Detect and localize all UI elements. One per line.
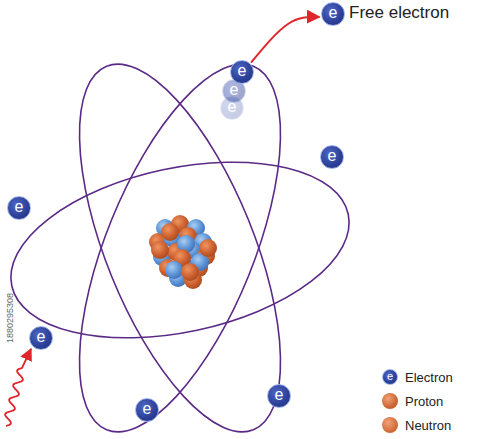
nucleus bbox=[149, 215, 217, 289]
electron-symbol: e bbox=[387, 370, 393, 382]
legend-swatch bbox=[382, 393, 398, 409]
legend-label: Electron bbox=[405, 370, 453, 385]
proton-sphere bbox=[161, 223, 179, 241]
orbit bbox=[38, 39, 322, 439]
legend-swatch: e bbox=[382, 369, 398, 385]
proton-sphere bbox=[151, 241, 169, 259]
proton-sphere bbox=[181, 263, 199, 281]
neutron-sphere bbox=[165, 261, 183, 279]
orbit bbox=[38, 39, 322, 439]
electron-symbol: e bbox=[275, 387, 284, 403]
legend-swatch bbox=[382, 417, 398, 433]
photon-wave bbox=[5, 349, 31, 426]
electron-circle: e bbox=[7, 196, 31, 220]
electron-circle: e bbox=[267, 384, 291, 408]
electron-circle: e bbox=[321, 2, 345, 26]
electron-symbol: e bbox=[329, 5, 338, 21]
electron-symbol: e bbox=[37, 329, 46, 345]
legend-label: Proton bbox=[405, 394, 443, 409]
electron-circle: e bbox=[135, 398, 159, 422]
electron-symbol: e bbox=[238, 63, 247, 79]
proton-sphere bbox=[199, 239, 217, 257]
legend-label: Neutron bbox=[405, 418, 451, 433]
electron-circle: e bbox=[29, 326, 53, 350]
watermark-number: 1880295308 bbox=[6, 293, 16, 343]
electron-circle: e bbox=[320, 145, 344, 169]
orbit bbox=[0, 39, 365, 439]
electron-symbol: e bbox=[143, 401, 152, 417]
electron-symbol: e bbox=[328, 148, 337, 164]
orbit bbox=[0, 134, 365, 366]
electron-symbol: e bbox=[15, 199, 24, 215]
electron-symbol: e bbox=[230, 82, 239, 98]
ionization-arrow bbox=[251, 17, 319, 63]
legend-item: Proton bbox=[382, 393, 443, 409]
legend-item: e Electron bbox=[382, 369, 453, 385]
electron-circle: e bbox=[230, 60, 254, 84]
free-electron-label: Free electron bbox=[349, 4, 449, 23]
legend-item: Neutron bbox=[382, 417, 451, 433]
